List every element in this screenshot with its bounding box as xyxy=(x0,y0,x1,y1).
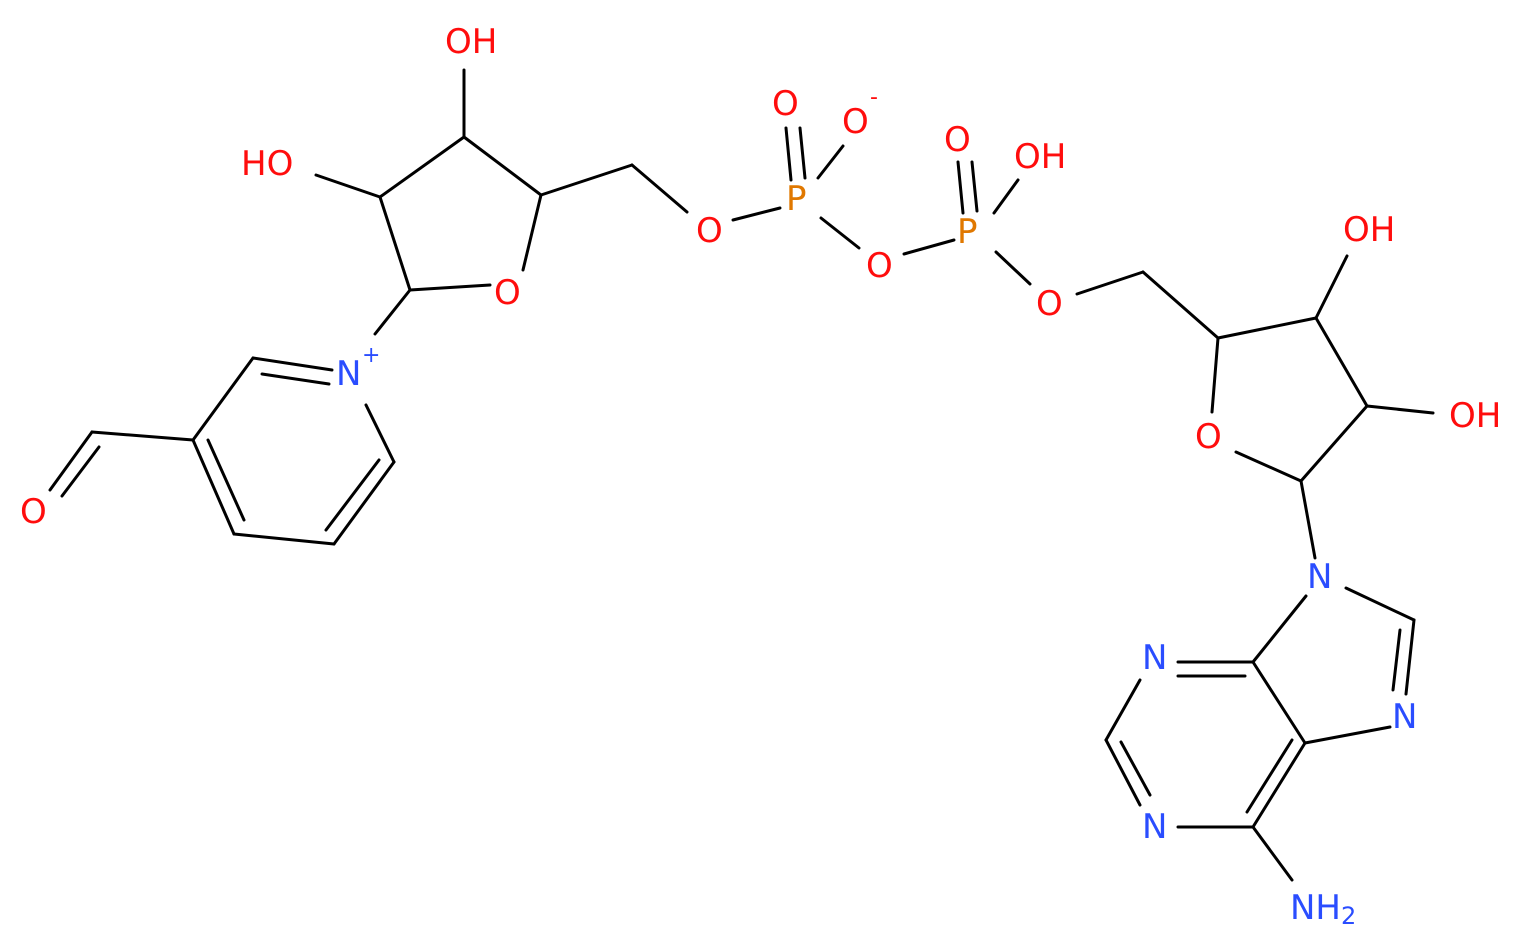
atom-o-p1-double: O xyxy=(772,84,799,124)
atom-labels: O N + O OH HO O P O O - O P O OH O OH OH… xyxy=(20,22,1501,930)
bond-p2-o-double-2 xyxy=(970,160,979,213)
atom-nh2: NH2 xyxy=(1290,888,1356,930)
bond-rib1-c4-c5 xyxy=(539,163,634,197)
bond-rib2-c2-c1 xyxy=(1299,404,1369,483)
atom-o-ribose1-ring: O xyxy=(494,273,521,313)
atom-o-ribose2-ring: O xyxy=(1195,417,1222,457)
bond-p1-o-minus xyxy=(816,144,845,180)
atom-p-2: P xyxy=(957,212,978,252)
bond-aldehyde-c-o-2 xyxy=(60,445,101,498)
bond-rib2-c2-oh xyxy=(1365,404,1435,415)
bond-rib2-c3-oh xyxy=(1314,254,1349,320)
bond-pyr-c4-c3-double xyxy=(206,438,246,522)
atom-n9: N xyxy=(1307,557,1332,597)
bond-pyr-c5-c4 xyxy=(232,532,336,546)
bond-c8-n7-double xyxy=(1391,628,1402,692)
bond-bridge-p2 xyxy=(902,238,956,256)
bond-p2-oh xyxy=(992,178,1020,215)
bond-pyr-c2-n1 xyxy=(251,356,334,372)
atom-oh-ribose2-c2: OH xyxy=(1449,396,1501,436)
bond-rib2-c4-c3 xyxy=(1216,316,1318,340)
bond-n-ribose1 xyxy=(373,288,412,336)
bond-rib1-c5-o xyxy=(630,163,689,214)
bond-c5-c4 xyxy=(1251,660,1307,745)
bond-c6-c5-double xyxy=(1245,738,1294,814)
bond-p2-o-double-1 xyxy=(956,160,965,215)
bond-pyr-c4-c3 xyxy=(191,438,236,536)
amine-subscript: 2 xyxy=(1341,902,1356,930)
bond-aldehyde-c-o-1 xyxy=(48,430,94,492)
bond-c8-n7 xyxy=(1404,618,1416,696)
bond-c6-nh2 xyxy=(1251,825,1294,882)
amine-label: NH xyxy=(1290,888,1341,928)
bond-aldehyde-c-ring xyxy=(90,430,195,442)
atom-n-pyridinium: N xyxy=(336,354,361,394)
bond-rib2-c5-c4 xyxy=(1141,270,1220,340)
bond-c2-n1-double xyxy=(1119,740,1152,797)
bond-c4-n9 xyxy=(1251,594,1308,664)
bond-p1-o-double-2 xyxy=(798,126,807,180)
bond-pyr-c6-c5-double xyxy=(324,458,381,532)
bond-p1-o-double-1 xyxy=(784,126,793,182)
bond-rib1-c1-o xyxy=(408,283,492,292)
bond-pyr-c3-c2 xyxy=(191,356,255,442)
bond-rib1-o-c4 xyxy=(521,193,543,272)
bond-pyr-n1-c6 xyxy=(364,403,396,464)
bond-rib2-c1-n9 xyxy=(1299,479,1317,560)
atom-o-ester-1: O xyxy=(696,211,723,251)
bond-rib1-c2-c1 xyxy=(378,195,412,292)
atom-n7: N xyxy=(1392,697,1417,737)
bond-c2-n1 xyxy=(1104,738,1142,807)
bond-n3-c2 xyxy=(1104,678,1142,742)
atom-oh-ribose1-c3: OH xyxy=(445,22,497,62)
atom-n3: N xyxy=(1142,638,1167,678)
bond-rib1-c2-oh xyxy=(314,173,382,199)
bond-pyr-c6-c5 xyxy=(332,460,396,546)
bond-p2-o xyxy=(994,250,1032,286)
bond-p1-o-bridge xyxy=(819,216,861,250)
charge-minus: - xyxy=(870,85,878,110)
atom-n1: N xyxy=(1142,807,1167,847)
charge-plus: + xyxy=(362,343,380,368)
atom-p-1: P xyxy=(786,179,807,219)
bond-n7-c5 xyxy=(1303,725,1392,745)
atom-o-ester-2: O xyxy=(1036,284,1063,324)
bond-rib2-o-c4 xyxy=(1210,336,1220,414)
atom-ho-ribose1-c2: HO xyxy=(241,144,293,184)
atom-o-bridge: O xyxy=(866,246,893,286)
bond-o-rib2-c5 xyxy=(1075,270,1145,296)
bond-rib1-c4-c3 xyxy=(462,135,543,197)
atom-o-p1-minus: O xyxy=(842,102,869,142)
atom-oh-ribose2-c3: OH xyxy=(1343,210,1395,250)
atom-oh-p2: OH xyxy=(1014,137,1066,177)
atom-o-p2-double: O xyxy=(944,120,971,160)
bond-pyr-c2-n1-double xyxy=(260,372,331,386)
bond-n9-c8 xyxy=(1344,586,1416,622)
bond-rib2-c1-o xyxy=(1234,450,1303,483)
atom-o-aldehyde: O xyxy=(20,492,47,532)
bond-o-p1 xyxy=(731,206,782,222)
bond-rib1-c3-c2 xyxy=(378,135,466,199)
bond-rib2-c3-c2 xyxy=(1314,316,1369,408)
bonds xyxy=(48,68,1435,882)
bond-c6-c5 xyxy=(1251,741,1307,829)
